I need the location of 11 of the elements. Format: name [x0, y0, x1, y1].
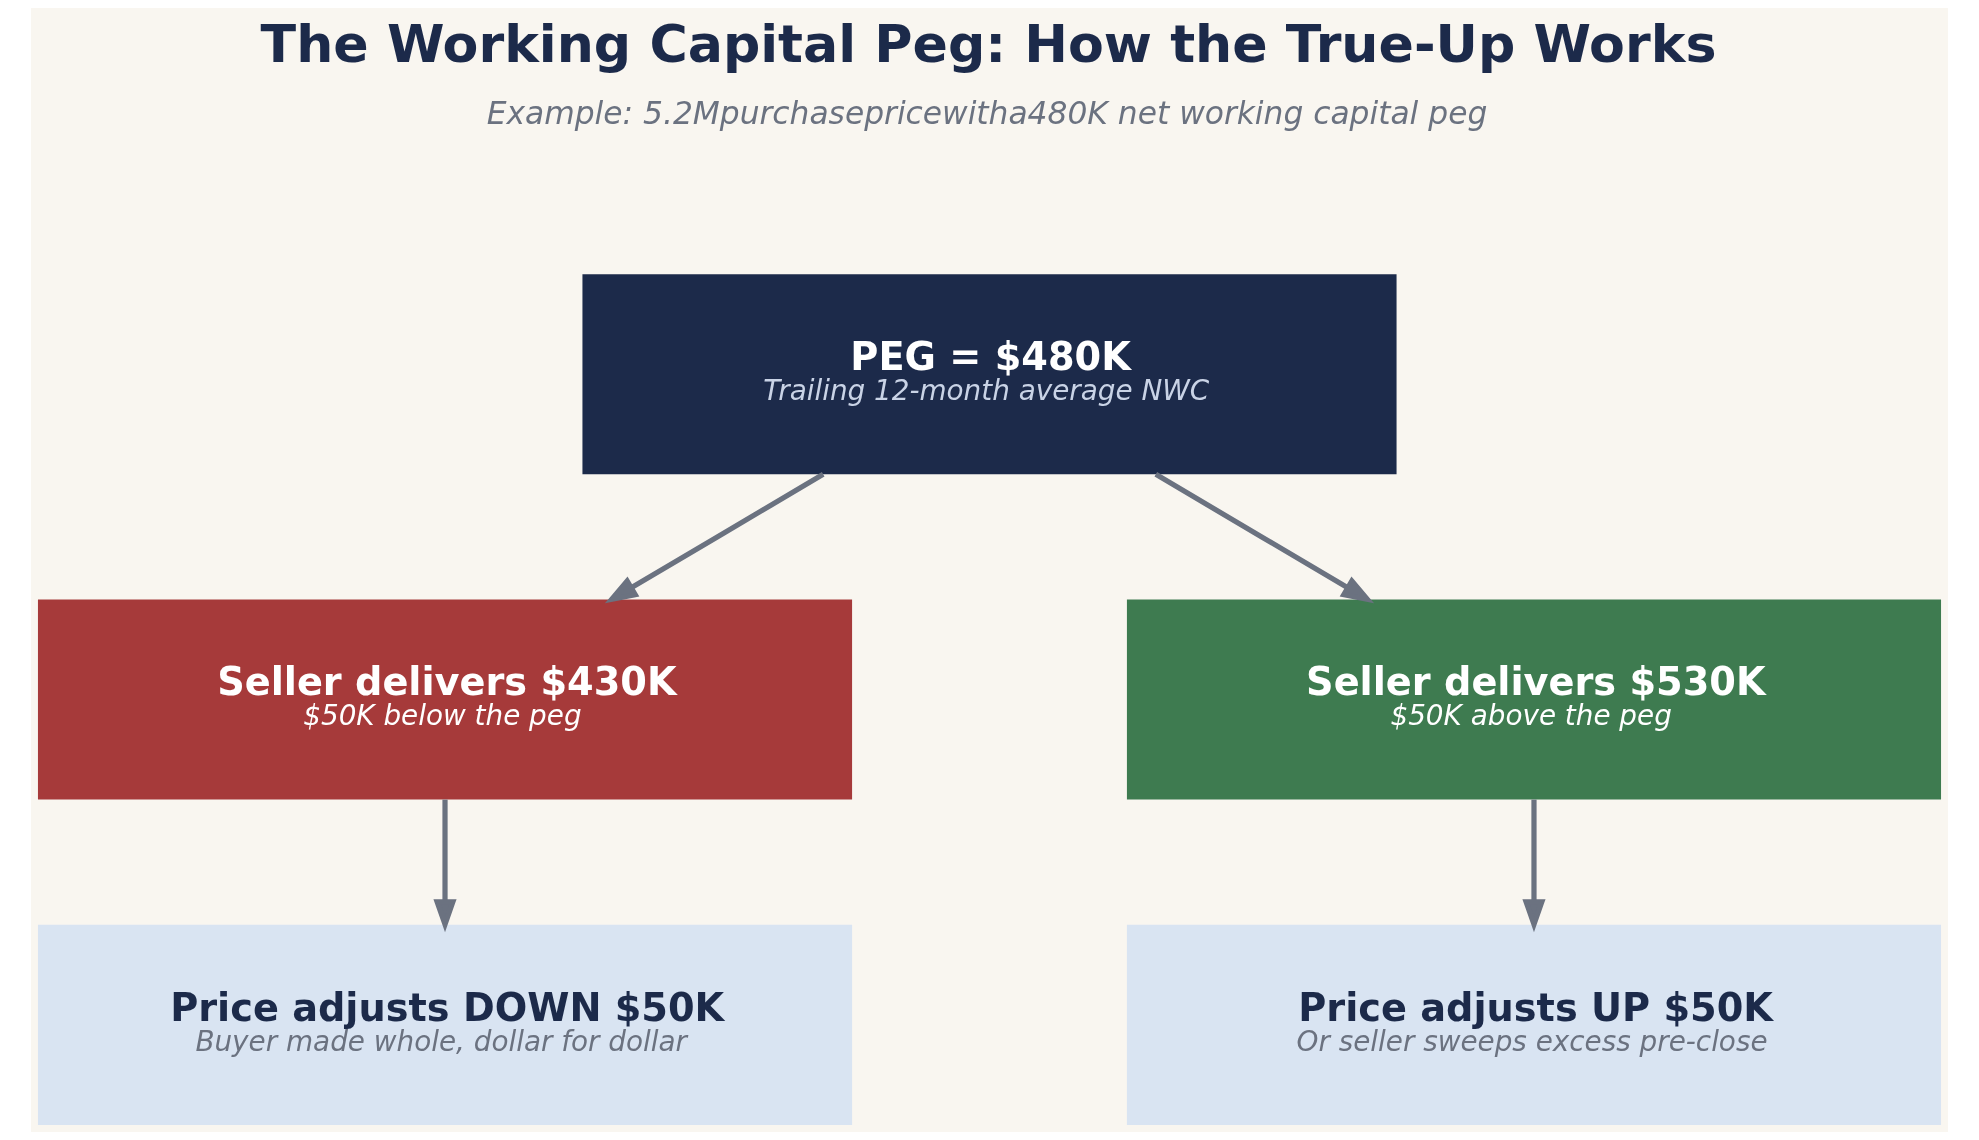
diagram-title: The Working Capital Peg: How the True-Up Works: [260, 14, 1717, 75]
arrow: [604, 472, 825, 604]
node-box: Price adjusts UP $50K Or seller sweeps excess pre-close: [1126, 924, 1942, 1125]
arrow: [1522, 799, 1546, 933]
node-box: Price adjusts DOWN $50K Buyer made whole, dollar for dollar: [37, 924, 853, 1125]
arrow: [1154, 472, 1375, 604]
node-box: PEG = $480K Trailing 12-month average NWC: [582, 274, 1397, 475]
node-box: Seller delivers $530K $50K above the peg: [1126, 599, 1942, 800]
arrow: [433, 799, 457, 933]
label: Example: 5.2Mpurchasepricewitha480K net working capital peg: [486, 94, 1488, 131]
node-box: Seller delivers $430K $50K below the peg: [37, 599, 853, 800]
